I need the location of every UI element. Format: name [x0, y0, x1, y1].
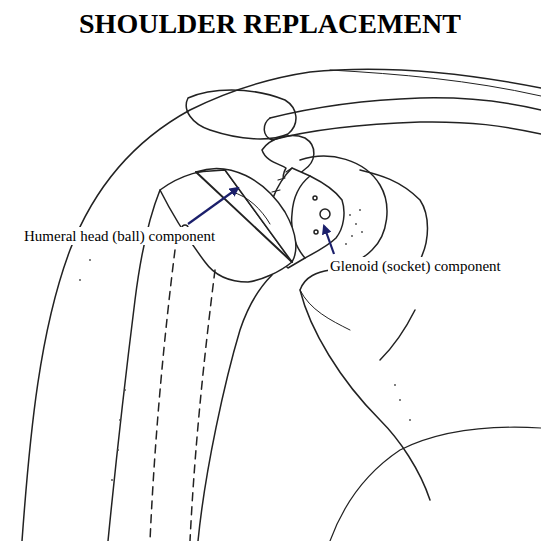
stem-outline: [150, 250, 175, 541]
clavicle: [270, 98, 541, 140]
leader-arrow: [188, 188, 238, 224]
part-label: Glenoid (socket) component: [328, 257, 503, 275]
part-label: Humeral head (ball) component: [22, 227, 217, 245]
leader-arrow: [324, 226, 334, 254]
stipple-shading: [79, 209, 411, 481]
scapula: [300, 156, 430, 500]
humeral-head-component: [196, 168, 296, 262]
skin-outline: [22, 69, 541, 541]
acromion: [186, 90, 296, 139]
diagram-title: SHOULDER REPLACEMENT: [79, 8, 461, 40]
